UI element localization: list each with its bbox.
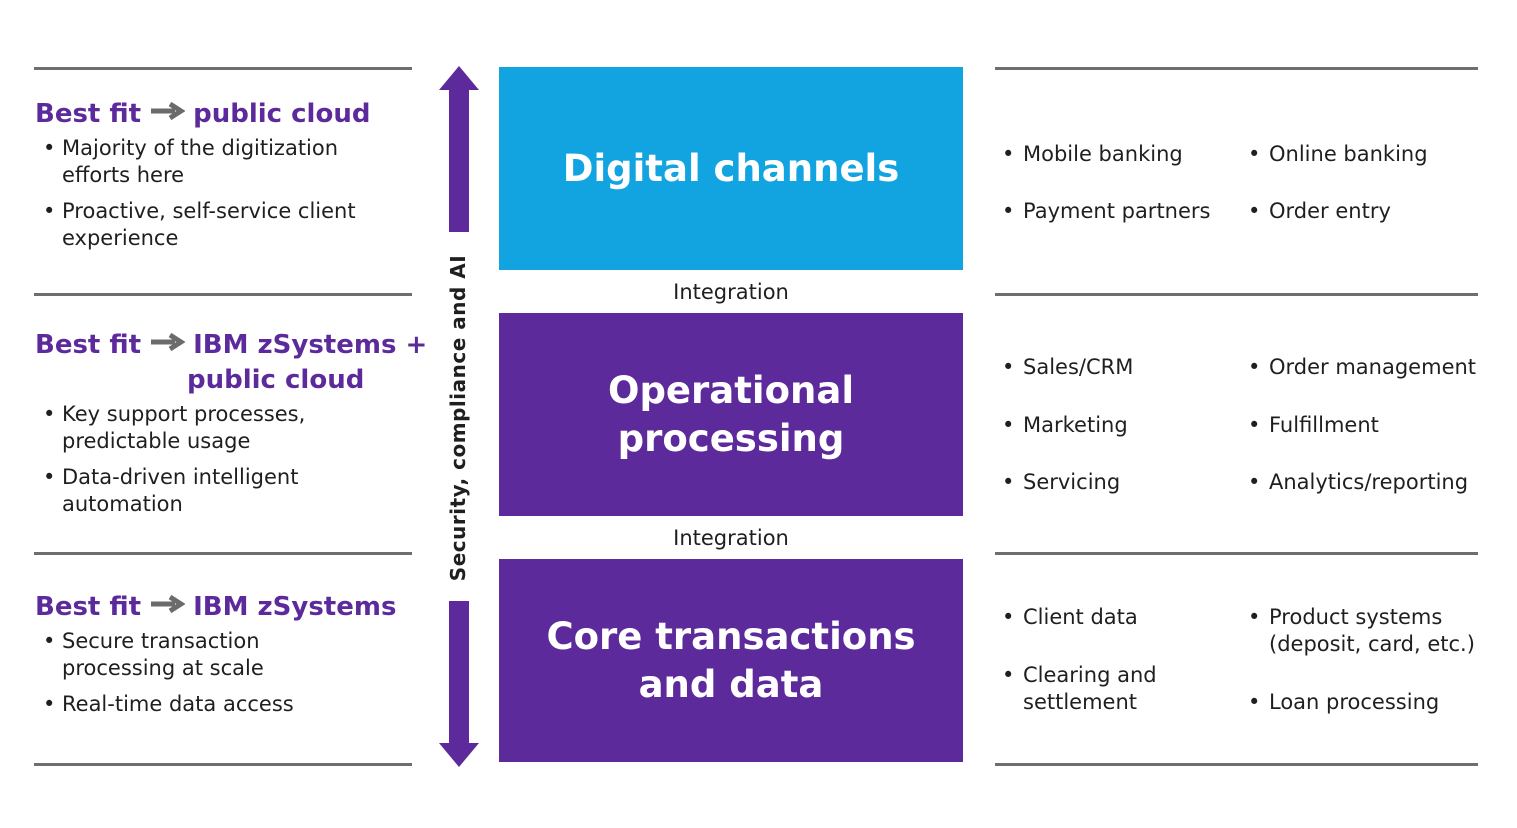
list-item: •Sales/CRM (1002, 355, 1134, 379)
up-arrow-icon (439, 66, 479, 232)
left-divider-1 (34, 293, 412, 296)
integration-label: Integration (673, 526, 789, 550)
best-fit-target: public cloud (193, 99, 371, 129)
list-item: •Client data (1002, 605, 1138, 629)
best-fit-target: IBM zSystems (193, 592, 397, 622)
list-item: •Analytics/reporting (1248, 470, 1469, 494)
list-item: Data-driven intelligent automation (35, 464, 335, 518)
box-label: Operational processing (607, 368, 855, 460)
list-item: •Online banking (1248, 142, 1428, 166)
best-fit-label: Best fit (35, 330, 142, 360)
list-item: •Mobile banking (1002, 142, 1183, 166)
best-fit-heading: Best fit public cloud (35, 97, 415, 132)
list-item: •Fulfillment (1248, 413, 1379, 437)
list-item: Real-time data access (35, 691, 335, 718)
left-divider-bottom (34, 763, 412, 766)
right-arrow-icon (149, 588, 186, 623)
left-bullet-list: Key support processes, predictable usage… (35, 401, 335, 518)
list-item: Proactive, self-service client experienc… (35, 198, 365, 252)
left-section-zsystems-public-cloud: Best fit IBM zSystems + public cloud Key … (35, 326, 427, 527)
right-divider-bottom (995, 763, 1478, 766)
best-fit-target-line2: public cloud (187, 365, 365, 395)
left-section-zsystems: Best fit IBM zSystems Secure transaction … (35, 590, 415, 727)
list-item: Key support processes, predictable usage (35, 401, 335, 455)
right-divider-2 (995, 552, 1478, 555)
box-core-transactions: Core transactions and data (499, 559, 963, 762)
left-divider-2 (34, 552, 412, 555)
best-fit-heading: Best fit IBM zSystems (35, 590, 415, 625)
list-item: •Marketing (1002, 413, 1128, 437)
list-item: Majority of the digitization efforts her… (35, 135, 365, 189)
box-operational-processing: Operational processing (499, 313, 963, 516)
list-item: •Order entry (1248, 199, 1391, 223)
list-item: •Payment partners (1002, 199, 1211, 223)
left-bullet-list: Secure transaction processing at scale R… (35, 628, 335, 718)
list-item: Secure transaction processing at scale (35, 628, 335, 682)
box-label: Digital channels (562, 146, 900, 190)
list-item: •Product systems (deposit, card, etc.) (1248, 605, 1475, 656)
box-label: Core transactions and data (546, 614, 916, 706)
integration-label: Integration (673, 280, 789, 304)
best-fit-target: IBM zSystems + (193, 330, 428, 360)
left-section-public-cloud: Best fit public cloud Majority of the dig… (35, 97, 415, 261)
right-arrow-icon (149, 326, 186, 361)
best-fit-label: Best fit (35, 592, 142, 622)
list-item: •Loan processing (1248, 690, 1440, 714)
box-digital-channels: Digital channels (499, 67, 963, 270)
left-divider-top (34, 67, 412, 70)
right-arrow-icon (149, 95, 186, 130)
left-bullet-list: Majority of the digitization efforts her… (35, 135, 365, 252)
list-item: •Servicing (1002, 470, 1121, 494)
list-item: •Clearing and settlement (1002, 663, 1157, 714)
best-fit-label: Best fit (35, 99, 142, 129)
axis-label-security: Security, compliance and AI (446, 254, 470, 582)
right-divider-1 (995, 293, 1478, 296)
list-item: •Order management (1248, 355, 1477, 379)
down-arrow-icon (439, 601, 479, 767)
best-fit-heading: Best fit IBM zSystems + (35, 326, 427, 363)
right-divider-top (995, 67, 1478, 70)
